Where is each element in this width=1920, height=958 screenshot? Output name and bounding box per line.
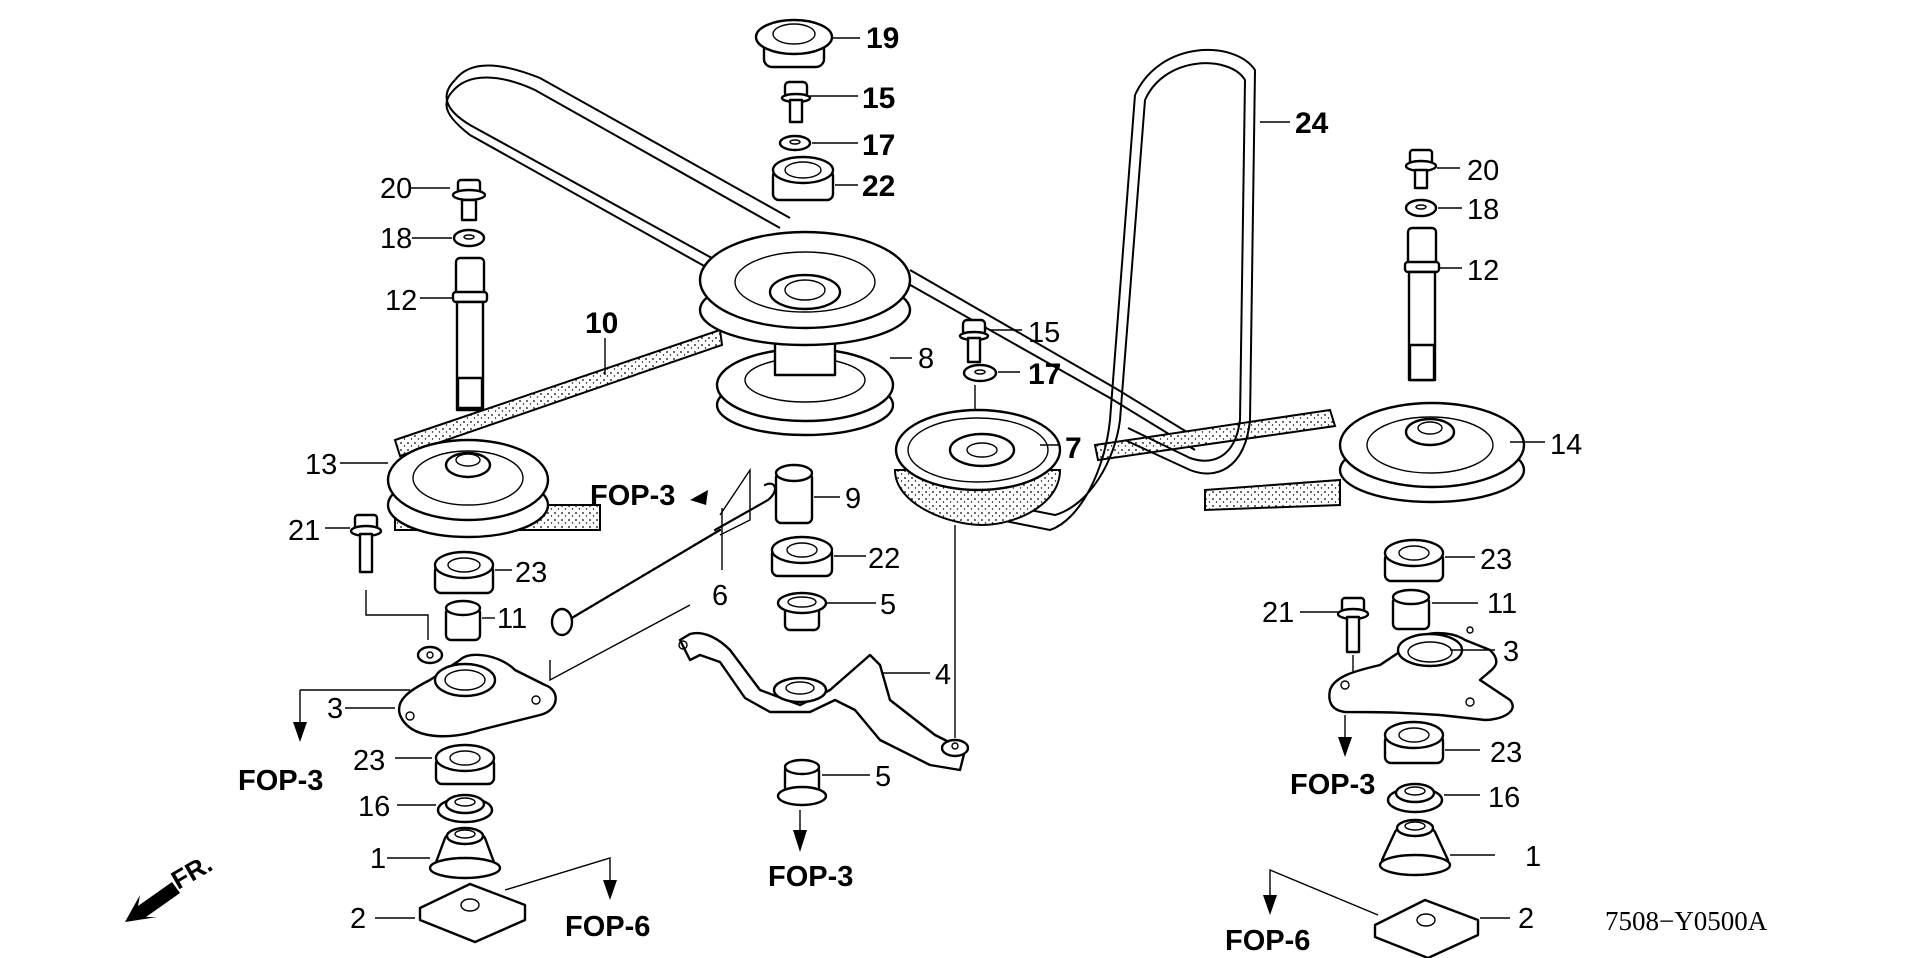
callout-21-right: 21 bbox=[1262, 597, 1294, 629]
pulley-13[interactable] bbox=[386, 438, 550, 539]
callout-23-left-lower: 23 bbox=[353, 745, 385, 777]
arrow-fop6-right bbox=[1263, 895, 1277, 915]
callout-1-left: 1 bbox=[370, 843, 386, 875]
callout-15-mid: 15 bbox=[1028, 317, 1060, 349]
callout-6: 6 bbox=[712, 580, 728, 612]
callout-17-mid: 17 bbox=[1028, 358, 1061, 391]
callout-3-right: 3 bbox=[1503, 636, 1519, 668]
callout-23-right-lower: 23 bbox=[1490, 737, 1522, 769]
fop6-ref-right[interactable]: FOP-6 bbox=[1225, 925, 1310, 957]
callout-12-right: 12 bbox=[1467, 255, 1499, 287]
drawing-code: 7508−Y0500A bbox=[1605, 906, 1768, 936]
callout-23-right-upper: 23 bbox=[1480, 544, 1512, 576]
callout-8: 8 bbox=[918, 343, 934, 375]
callout-23-left-upper: 23 bbox=[515, 557, 547, 589]
bolt-21-left[interactable] bbox=[349, 513, 383, 574]
callout-16-left: 16 bbox=[358, 791, 390, 823]
bolt-15-mid[interactable] bbox=[958, 318, 990, 364]
callout-20-left: 20 bbox=[380, 173, 412, 205]
washer-17-mid[interactable] bbox=[962, 363, 998, 383]
belt-24[interactable] bbox=[999, 48, 1257, 532]
idler-arm-4[interactable] bbox=[678, 631, 970, 772]
arrow-fop3-left bbox=[293, 722, 307, 742]
callout-9: 9 bbox=[845, 483, 861, 515]
arrow-fop3-right bbox=[1338, 737, 1352, 757]
sleeve-9[interactable] bbox=[774, 463, 814, 525]
spindle-12-left[interactable] bbox=[451, 256, 489, 412]
arrow-fop3-center bbox=[793, 830, 807, 852]
callout-15-top: 15 bbox=[862, 82, 895, 115]
fop6-ref-left[interactable]: FOP-6 bbox=[565, 911, 650, 943]
idler-pulley-7[interactable] bbox=[893, 408, 1062, 527]
callout-11-left: 11 bbox=[497, 603, 527, 635]
callout-5-upper: 5 bbox=[880, 589, 896, 621]
callout-24: 24 bbox=[1295, 107, 1329, 140]
callout-10: 10 bbox=[585, 307, 618, 340]
bushing-5-lower[interactable] bbox=[776, 758, 828, 807]
callout-2-right: 2 bbox=[1518, 903, 1534, 935]
bearing-23-left-upper[interactable] bbox=[433, 550, 495, 595]
callout-1-right: 1 bbox=[1525, 841, 1541, 873]
collar-11-left[interactable] bbox=[444, 599, 482, 642]
front-arrow-icon bbox=[125, 882, 180, 922]
callout-13: 13 bbox=[305, 449, 337, 481]
callout-17-top: 17 bbox=[862, 129, 895, 162]
seal-16-left[interactable] bbox=[436, 793, 494, 824]
front-direction-indicator: FR. bbox=[125, 848, 217, 922]
clip-2-left[interactable] bbox=[418, 882, 527, 944]
bearing-22-top[interactable] bbox=[771, 155, 835, 202]
bearing-23-right-upper[interactable] bbox=[1383, 538, 1445, 583]
callout-5-lower: 5 bbox=[875, 761, 891, 793]
bushing-5-upper[interactable] bbox=[776, 591, 828, 632]
callout-12-left: 12 bbox=[385, 285, 417, 317]
fop3-ref-left[interactable]: FOP-3 bbox=[238, 765, 323, 797]
bolt-15-top[interactable] bbox=[780, 80, 812, 124]
spindle-housing-3-right[interactable] bbox=[1328, 626, 1514, 722]
callout-4: 4 bbox=[935, 659, 951, 691]
callout-11-right: 11 bbox=[1487, 588, 1517, 620]
callout-22-mid: 22 bbox=[868, 543, 900, 575]
seal-16-right[interactable] bbox=[1386, 782, 1444, 814]
arrow-fop3-spring bbox=[690, 490, 708, 505]
spindle-12-right[interactable] bbox=[1403, 226, 1441, 382]
cone-1-left[interactable] bbox=[428, 826, 502, 880]
callout-20-right: 20 bbox=[1467, 155, 1499, 187]
bearing-22-mid[interactable] bbox=[770, 535, 834, 578]
pulley-14[interactable] bbox=[1338, 401, 1526, 504]
fop3-ref-spring[interactable]: FOP-3 bbox=[590, 480, 675, 512]
fop3-ref-right[interactable]: FOP-3 bbox=[1290, 769, 1375, 801]
washer-18-left[interactable] bbox=[452, 228, 486, 248]
bearing-23-left-lower[interactable] bbox=[434, 743, 496, 786]
bearing-23-right-lower[interactable] bbox=[1383, 720, 1445, 765]
callout-7: 7 bbox=[1065, 432, 1082, 465]
callout-19: 19 bbox=[866, 22, 899, 55]
collar-11-right[interactable] bbox=[1391, 588, 1431, 631]
washer-18-right[interactable] bbox=[1404, 198, 1438, 218]
callout-22-top: 22 bbox=[862, 170, 895, 203]
bolt-20-right[interactable] bbox=[1404, 148, 1438, 190]
washer-17-top[interactable] bbox=[778, 134, 812, 152]
bolt-20-left[interactable] bbox=[451, 178, 487, 222]
bolt-21-right[interactable] bbox=[1336, 596, 1370, 654]
callout-18-left: 18 bbox=[380, 223, 412, 255]
cap-19[interactable] bbox=[754, 18, 834, 69]
arrow-fop6-left bbox=[603, 880, 617, 900]
cone-1-right[interactable] bbox=[1378, 818, 1452, 877]
double-pulley-8[interactable] bbox=[698, 230, 912, 437]
clip-2-right[interactable] bbox=[1373, 898, 1480, 958]
spindle-housing-3-left[interactable] bbox=[397, 645, 557, 738]
fop3-ref-center[interactable]: FOP-3 bbox=[768, 861, 853, 893]
callout-18-right: 18 bbox=[1467, 194, 1499, 226]
callout-21-left: 21 bbox=[288, 515, 320, 547]
callout-3-left: 3 bbox=[327, 693, 343, 725]
callout-2-left: 2 bbox=[350, 903, 366, 935]
callout-16-right: 16 bbox=[1488, 782, 1520, 814]
callout-14: 14 bbox=[1550, 429, 1582, 461]
